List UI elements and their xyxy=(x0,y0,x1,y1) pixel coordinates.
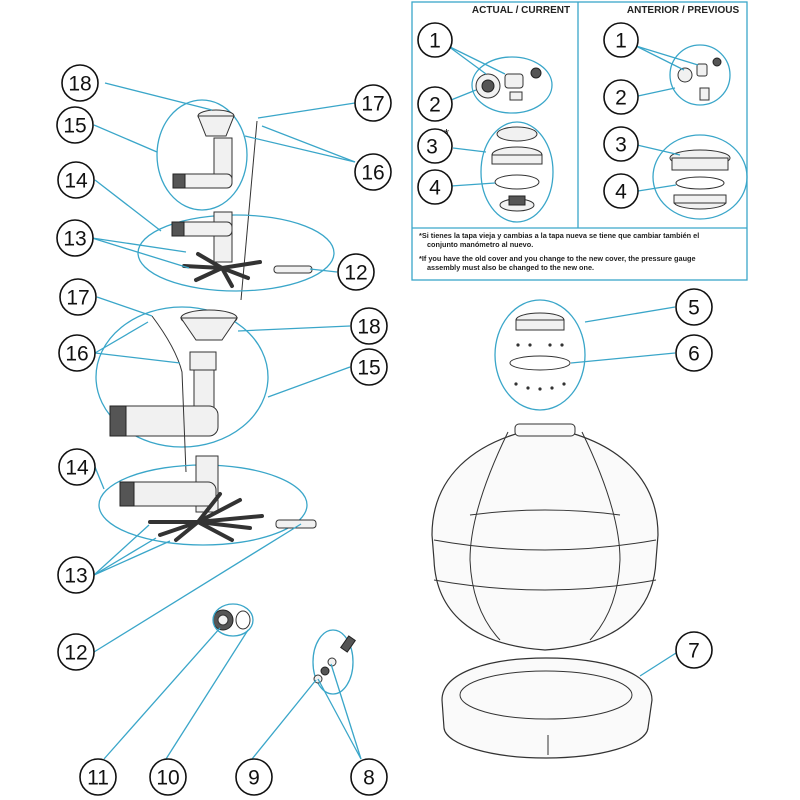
callout-current-4: 4 xyxy=(417,169,453,205)
callout-current-1: 1 xyxy=(417,22,453,58)
header-previous: ANTERIOR / PREVIOUS xyxy=(627,5,740,16)
callout-8: 8 xyxy=(350,758,388,796)
note-es-line2: conjunto manómetro al nuevo. xyxy=(427,240,533,249)
svg-text:9: 9 xyxy=(248,767,260,790)
callout-top-16: 16 xyxy=(354,153,392,191)
callout-5: 5 xyxy=(675,288,713,326)
callout-previous-2: 2 xyxy=(603,79,639,115)
callout-top-15: 15 xyxy=(56,106,94,144)
svg-text:16: 16 xyxy=(65,343,88,366)
leader-lines xyxy=(91,82,677,760)
filter-tank-body xyxy=(431,426,659,651)
svg-text:17: 17 xyxy=(361,93,384,116)
small-parts xyxy=(212,603,356,695)
filter-base xyxy=(441,657,653,759)
svg-text:18: 18 xyxy=(68,73,91,96)
svg-text:13: 13 xyxy=(64,565,87,588)
svg-text:12: 12 xyxy=(344,262,367,285)
svg-text:6: 6 xyxy=(688,343,700,366)
comparison-panel: ACTUAL / CURRENT ANTERIOR / PREVIOUS *Si… xyxy=(411,1,748,281)
star-marker: * xyxy=(444,126,449,141)
cover-current xyxy=(491,126,543,212)
callout-mid-15: 15 xyxy=(350,348,388,386)
svg-text:10: 10 xyxy=(156,767,179,790)
svg-text:15: 15 xyxy=(357,357,380,380)
svg-text:14: 14 xyxy=(64,170,88,193)
svg-text:2: 2 xyxy=(429,94,441,117)
callout-mid-12: 12 xyxy=(57,633,95,671)
callout-previous-3: 3 xyxy=(603,126,639,162)
svg-text:1: 1 xyxy=(429,30,441,53)
svg-text:3: 3 xyxy=(426,136,438,159)
callout-mid-14: 14 xyxy=(58,448,96,486)
svg-text:15: 15 xyxy=(63,115,86,138)
svg-text:4: 4 xyxy=(429,177,441,200)
svg-text:14: 14 xyxy=(65,457,89,480)
cover-previous xyxy=(669,149,731,210)
callout-previous-4: 4 xyxy=(603,173,639,209)
callout-current-2: 2 xyxy=(417,86,453,122)
callout-mid-13: 13 xyxy=(57,556,95,594)
note-en-line2: assembly must also be changed to the new… xyxy=(427,263,594,272)
callout-11: 11 xyxy=(79,758,117,796)
svg-text:8: 8 xyxy=(363,767,375,790)
callout-top-18: 18 xyxy=(61,64,99,102)
svg-text:17: 17 xyxy=(66,287,89,310)
internal-assembly-top xyxy=(137,99,335,301)
svg-text:11: 11 xyxy=(87,767,109,790)
pressure-gauge-parts-previous xyxy=(677,57,722,101)
svg-text:7: 7 xyxy=(688,640,700,663)
svg-text:16: 16 xyxy=(361,162,384,185)
svg-text:2: 2 xyxy=(615,87,627,110)
callout-previous-1: 1 xyxy=(603,22,639,58)
svg-text:4: 4 xyxy=(615,181,627,204)
callout-10: 10 xyxy=(149,758,187,796)
note-en-line1: *If you have the old cover and you chang… xyxy=(419,254,696,263)
svg-text:13: 13 xyxy=(63,228,86,251)
svg-text:3: 3 xyxy=(615,134,627,157)
callout-6: 6 xyxy=(675,334,713,372)
callout-mid-17: 17 xyxy=(59,278,97,316)
svg-text:12: 12 xyxy=(64,642,87,665)
callout-7: 7 xyxy=(675,631,713,669)
svg-text:18: 18 xyxy=(357,316,380,339)
callout-top-14: 14 xyxy=(57,161,95,199)
pressure-gauge-parts-current xyxy=(475,67,542,101)
svg-text:1: 1 xyxy=(615,30,627,53)
callout-current-3: 3* xyxy=(417,126,453,164)
callout-mid-16: 16 xyxy=(58,334,96,372)
callout-bubbles: 18 15 17 16 14 13 12 17 16 18 15 14 13 1… xyxy=(56,22,713,796)
callout-top-13: 13 xyxy=(56,219,94,257)
header-current: ACTUAL / CURRENT xyxy=(472,5,570,16)
internal-assembly-middle xyxy=(95,306,317,546)
svg-text:5: 5 xyxy=(688,297,700,320)
note-es-line1: *Si tienes la tapa vieja y cambias a la … xyxy=(419,231,699,240)
callout-9: 9 xyxy=(235,758,273,796)
callout-mid-18: 18 xyxy=(350,307,388,345)
callout-top-12: 12 xyxy=(337,253,375,291)
callout-top-17: 17 xyxy=(354,84,392,122)
filter-parts-right xyxy=(431,299,659,759)
